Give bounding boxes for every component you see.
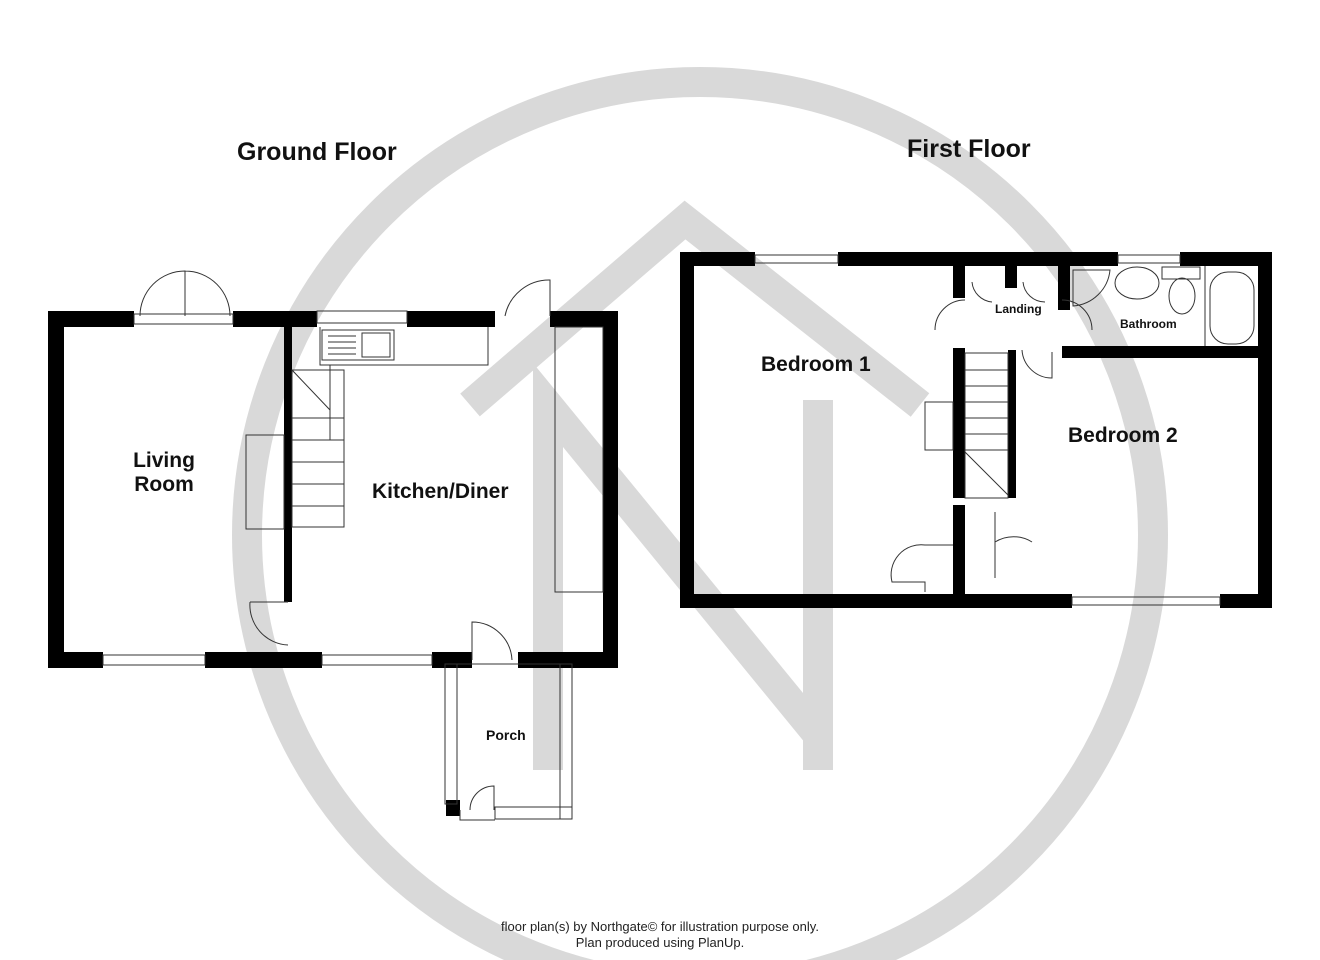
room-label-bathroom: Bathroom <box>1120 317 1177 331</box>
first-floor-fixtures <box>754 254 1255 606</box>
ground-floor-walls <box>48 311 618 816</box>
room-label-kitchen-diner: Kitchen/Diner <box>372 480 509 503</box>
footer-line-2: Plan produced using PlanUp. <box>575 935 745 950</box>
room-label-bedroom-2: Bedroom 2 <box>1068 424 1178 447</box>
room-label-landing: Landing <box>995 302 1042 316</box>
footer-disclaimer: floor plan(s) by Northgate© for illustra… <box>0 919 1320 951</box>
ground-floor-title: Ground Floor <box>237 138 397 166</box>
first-floor-walls <box>680 252 1272 608</box>
room-label-living-room: Living Room <box>133 449 195 496</box>
watermark-logo <box>232 67 1168 960</box>
first-floor-title: First Floor <box>907 135 1031 163</box>
room-label-porch: Porch <box>486 727 526 743</box>
room-label-bedroom-1: Bedroom 1 <box>761 353 871 376</box>
footer-line-1: floor plan(s) by Northgate© for illustra… <box>501 919 819 934</box>
ground-floor-fixtures <box>102 270 604 821</box>
